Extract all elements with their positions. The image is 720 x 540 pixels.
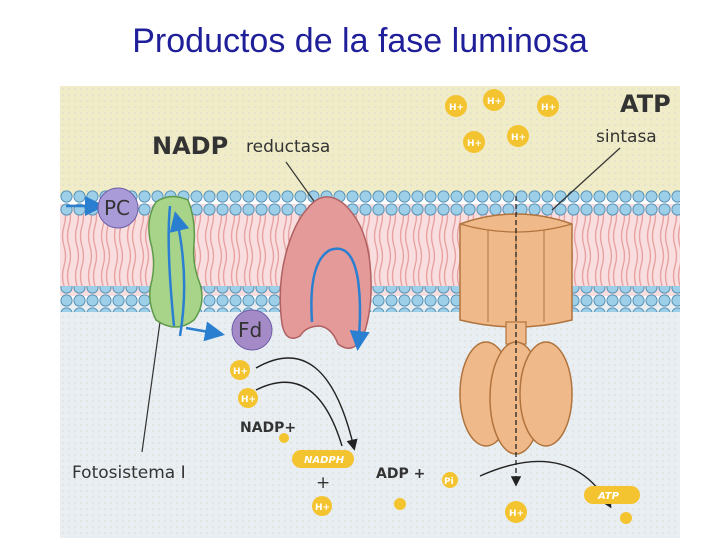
nadp-reductasa-label-rest: reductasa bbox=[246, 137, 330, 157]
proton-nadph bbox=[312, 496, 332, 516]
atp-sintasa-label-rest: sintasa bbox=[596, 127, 657, 147]
atp-product-label: ATP bbox=[597, 491, 620, 502]
fd-label: Fd bbox=[238, 318, 262, 342]
nadp-plus-dot bbox=[279, 433, 289, 443]
svg-text:H+: H+ bbox=[541, 103, 556, 113]
nadp-reductasa-label-bold: NADP bbox=[152, 132, 228, 160]
atp-sintasa-label-bold: ATP bbox=[620, 90, 671, 118]
pc-carrier bbox=[97, 187, 139, 229]
photosystem-electron-path bbox=[169, 206, 185, 337]
svg-text:H+: H+ bbox=[509, 509, 524, 519]
slide-title: Productos de la fase luminosa bbox=[132, 22, 588, 60]
svg-text:H+: H+ bbox=[241, 395, 256, 405]
pc-label: PC bbox=[104, 196, 130, 220]
pi-label: Pi bbox=[444, 477, 454, 487]
electron-arrow-out bbox=[185, 321, 225, 342]
plus-sign: + bbox=[316, 473, 330, 493]
light-phase-diagram: H+ H+ H+ H+ H+ NADP reductasa ATP sintas… bbox=[60, 86, 680, 538]
proton-group-left: H+ H+ bbox=[230, 360, 258, 408]
stroma-texture bbox=[60, 301, 680, 538]
nadp-reductasa-enzyme bbox=[279, 196, 372, 349]
svg-text:H+: H+ bbox=[487, 97, 502, 107]
svg-text:H+: H+ bbox=[511, 133, 526, 143]
reductasa-electron-path bbox=[310, 247, 370, 351]
reductasa-pointer bbox=[285, 161, 317, 205]
fotosistema-pointer bbox=[141, 321, 161, 453]
diagram-svg: H+ H+ H+ H+ H+ NADP reductasa ATP sintas… bbox=[60, 86, 680, 538]
svg-text:H+: H+ bbox=[233, 367, 248, 377]
adp-phosphate-dot bbox=[394, 498, 406, 510]
fd-carrier bbox=[231, 309, 273, 351]
sintasa-pointer bbox=[551, 147, 621, 211]
nadph-badge bbox=[292, 450, 354, 468]
svg-text:H+: H+ bbox=[449, 103, 464, 113]
atp-phosphate-dot bbox=[620, 512, 632, 524]
proton-group-top: H+ H+ H+ H+ H+ bbox=[445, 89, 559, 153]
nadp-plus-label: NADP+ bbox=[240, 420, 296, 436]
svg-text:H+: H+ bbox=[467, 139, 482, 149]
fotosistema-label: Fotosistema I bbox=[72, 463, 186, 483]
proton-bottom bbox=[505, 501, 527, 523]
lumen-texture bbox=[60, 86, 680, 196]
svg-text:H+: H+ bbox=[315, 503, 330, 513]
reaction-arrow-2 bbox=[255, 381, 343, 447]
atp-badge bbox=[584, 486, 640, 504]
reaction-arrow-1 bbox=[255, 357, 358, 451]
nadph-label: NADPH bbox=[304, 455, 345, 466]
adp-label: ADP + bbox=[376, 466, 425, 482]
pi-dot bbox=[442, 472, 458, 488]
